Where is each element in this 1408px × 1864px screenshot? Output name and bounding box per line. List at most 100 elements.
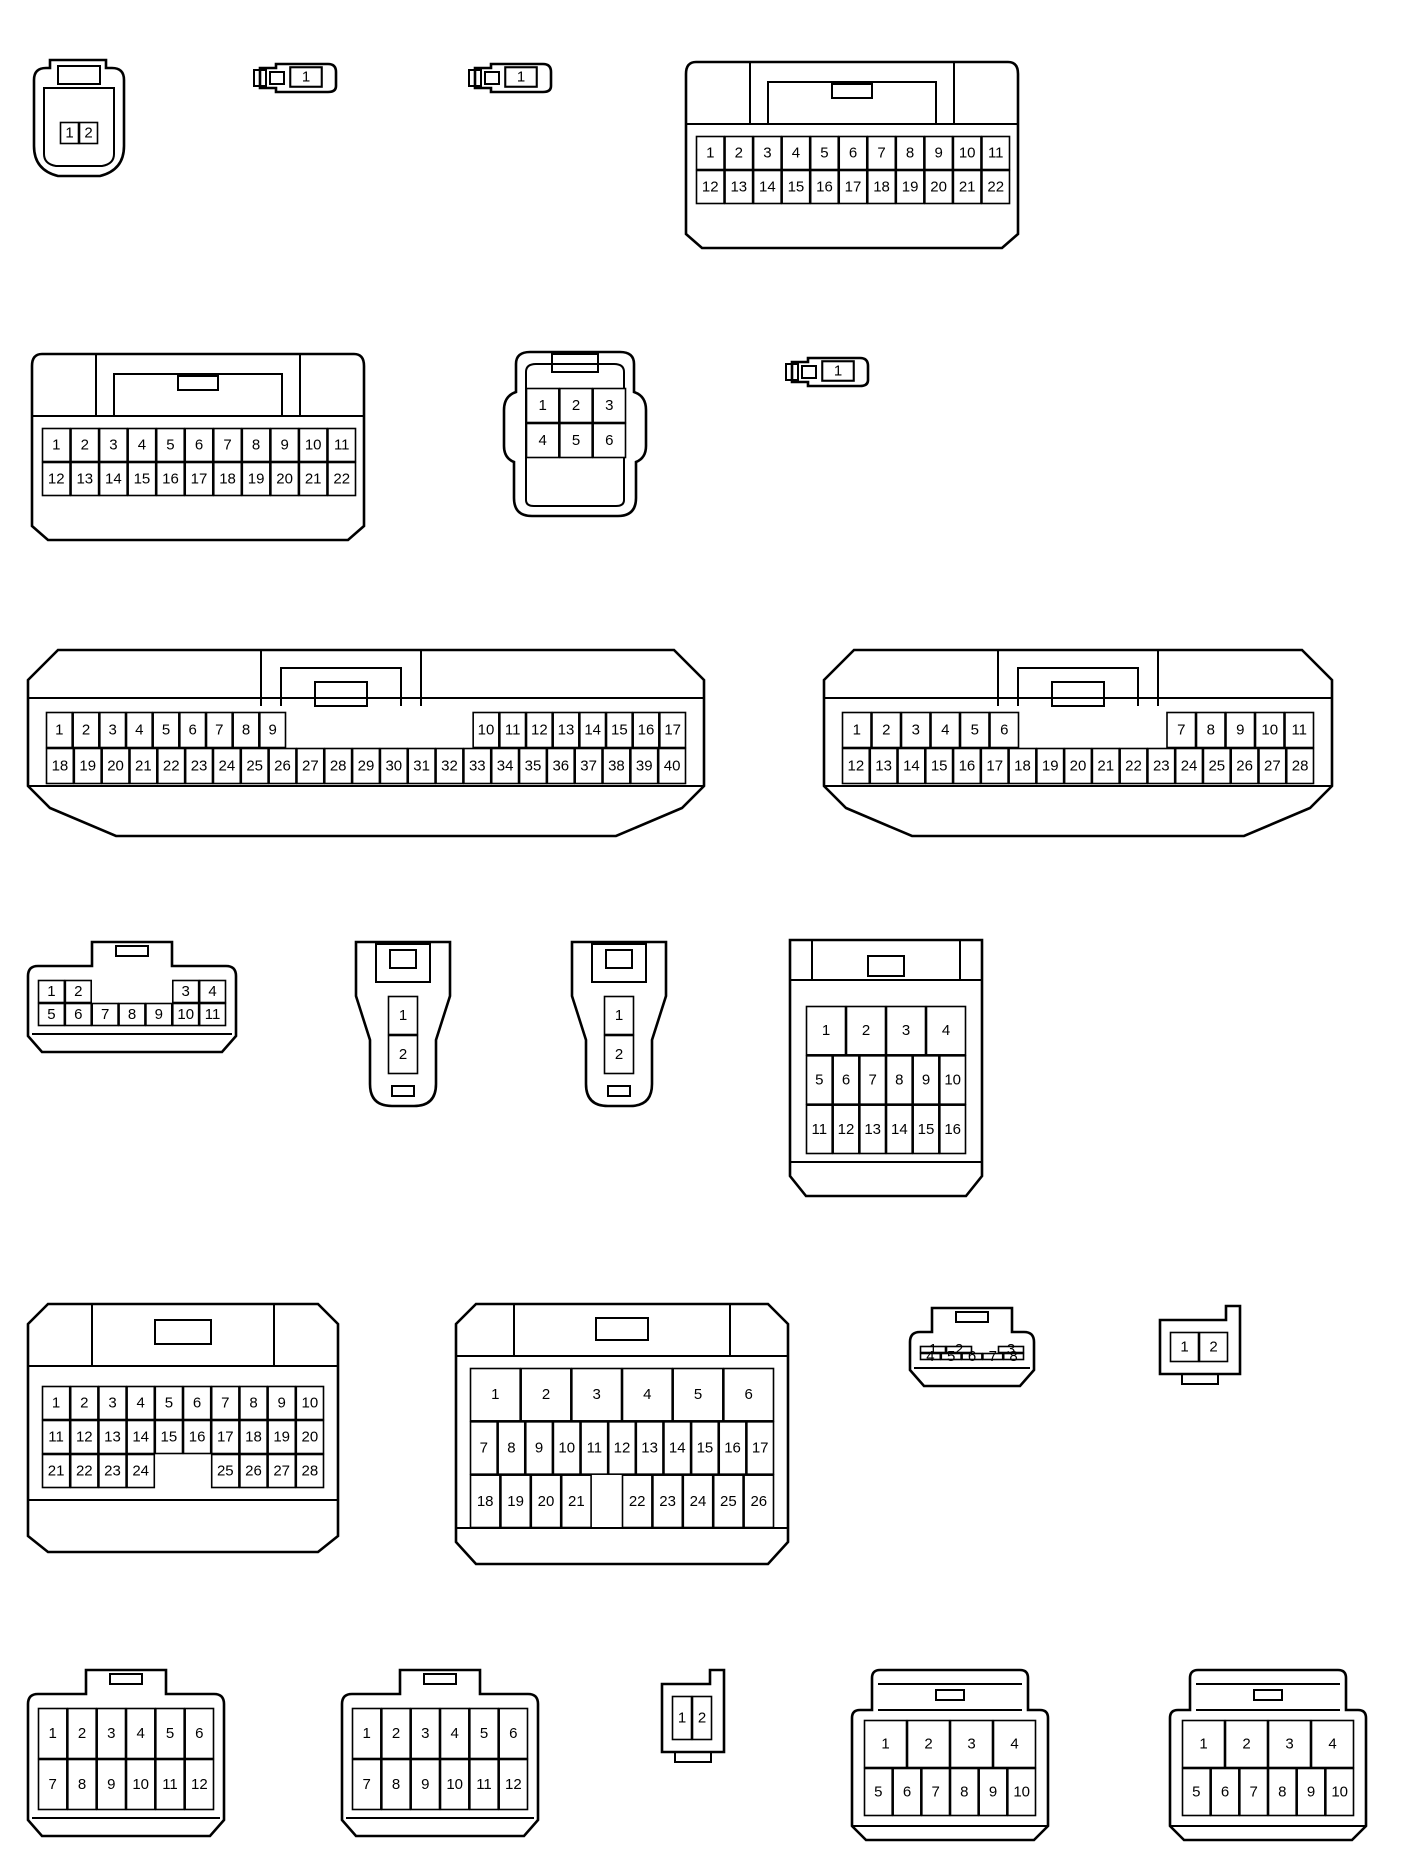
pin-cell bbox=[781, 135, 811, 171]
pin-cell bbox=[41, 1419, 71, 1455]
pin-number: 15 bbox=[788, 179, 805, 196]
pin-number: 7 bbox=[48, 1776, 56, 1793]
pin-number: 15 bbox=[161, 1429, 178, 1446]
pin-number: 4 bbox=[643, 1386, 651, 1403]
pin-cell bbox=[126, 1385, 156, 1421]
pin-number: 2 bbox=[882, 722, 890, 739]
pin-number: 16 bbox=[724, 1440, 741, 1457]
pin-number: 1 bbox=[929, 1341, 937, 1358]
pin-cell bbox=[1174, 747, 1204, 785]
pin-number: 10 bbox=[177, 1006, 194, 1023]
pin-number: 14 bbox=[891, 1121, 908, 1138]
pin-number: 4 bbox=[208, 983, 216, 1000]
pin-number: 2 bbox=[924, 1736, 932, 1753]
pin-number: 24 bbox=[132, 1463, 149, 1480]
pin-cell bbox=[435, 747, 464, 785]
pin-cell bbox=[945, 1345, 973, 1354]
pin-number: 24 bbox=[1181, 758, 1198, 775]
pin-cell bbox=[838, 169, 868, 205]
pin-cell bbox=[497, 1421, 526, 1475]
pin-number: 12 bbox=[191, 1776, 208, 1793]
pin-number: 7 bbox=[1177, 722, 1185, 739]
pin-number: 40 bbox=[664, 758, 681, 775]
pin-cell bbox=[832, 1104, 860, 1155]
pin-number: 19 bbox=[902, 179, 919, 196]
pin-cell bbox=[1007, 1767, 1037, 1817]
pin-cell bbox=[41, 1385, 71, 1421]
pin-number: 1 bbox=[65, 125, 73, 142]
pin-number: 2 bbox=[392, 1725, 400, 1742]
pin-cell bbox=[924, 747, 954, 785]
pin-number: 1 bbox=[678, 1710, 686, 1727]
pin-cell bbox=[73, 747, 102, 785]
pin-cell bbox=[682, 1474, 714, 1529]
connector-a24: 1 bbox=[465, 60, 565, 96]
pin-number: 7 bbox=[215, 722, 223, 739]
pin-number: 2 bbox=[80, 1395, 88, 1412]
pin-number: 2 bbox=[82, 722, 90, 739]
pin-cell bbox=[809, 135, 840, 171]
pin-cell bbox=[621, 1367, 673, 1422]
pin-cell bbox=[439, 1707, 470, 1760]
pin-number: 3 bbox=[763, 145, 771, 162]
pin-number: 5 bbox=[166, 1725, 174, 1742]
pin-cell bbox=[841, 711, 872, 749]
pin-number: 10 bbox=[959, 145, 976, 162]
pin-cell bbox=[469, 1421, 498, 1475]
pin-cell bbox=[724, 135, 754, 171]
pin-number: 6 bbox=[849, 145, 857, 162]
pin-cell bbox=[871, 711, 902, 749]
pin-cell bbox=[982, 1352, 1004, 1361]
pin-cell bbox=[921, 1767, 951, 1817]
pin-cell bbox=[96, 1707, 127, 1760]
pin-cell bbox=[560, 1474, 592, 1529]
pin-number: 10 bbox=[132, 1776, 149, 1793]
pin-number: 12 bbox=[76, 1429, 93, 1446]
pin-number: 3 bbox=[108, 722, 116, 739]
pin-cell bbox=[1258, 747, 1287, 785]
pin-number: 7 bbox=[1249, 1784, 1257, 1801]
pin-number: 10 bbox=[478, 722, 495, 739]
pin-cell bbox=[267, 1419, 297, 1455]
pin-cell bbox=[69, 1453, 99, 1489]
pin-cell bbox=[724, 169, 754, 205]
pin-cell bbox=[70, 461, 100, 497]
pin-cell bbox=[267, 1385, 297, 1421]
pin-cell bbox=[157, 747, 186, 785]
pin-cell bbox=[672, 1367, 724, 1422]
pin-cell bbox=[691, 1695, 713, 1741]
pin-number: 8 bbox=[1278, 1784, 1286, 1801]
pin-cell bbox=[154, 1385, 184, 1421]
pin-number: 6 bbox=[903, 1784, 911, 1801]
pin-cell bbox=[924, 169, 954, 205]
pin-number: 21 bbox=[959, 179, 976, 196]
pin-number: 1 bbox=[1180, 1339, 1188, 1356]
pin-number: 3 bbox=[1007, 1341, 1015, 1358]
connector-housing: 1 bbox=[468, 62, 553, 94]
pin-cell bbox=[1181, 1719, 1226, 1769]
pin-number: 1 bbox=[834, 363, 842, 380]
pin-number: 22 bbox=[333, 471, 350, 488]
pin-number: 16 bbox=[189, 1429, 206, 1446]
pin-cell bbox=[498, 1758, 529, 1811]
pin-cell bbox=[381, 1758, 411, 1811]
pin-cell bbox=[1181, 1767, 1211, 1817]
pin-cell bbox=[45, 711, 73, 749]
pin-cell bbox=[671, 1695, 693, 1741]
pin-cell bbox=[268, 747, 297, 785]
pin-number: 3 bbox=[108, 1395, 116, 1412]
pin-cell bbox=[866, 135, 897, 171]
pin-cell bbox=[695, 135, 725, 171]
pin-cell bbox=[919, 1352, 942, 1361]
pin-cell bbox=[101, 747, 130, 785]
pin-number: 3 bbox=[421, 1725, 429, 1742]
pin-number: 3 bbox=[109, 437, 117, 454]
pin-cell bbox=[327, 427, 357, 463]
pin-number: 3 bbox=[912, 722, 920, 739]
pin-cell bbox=[1254, 711, 1285, 749]
